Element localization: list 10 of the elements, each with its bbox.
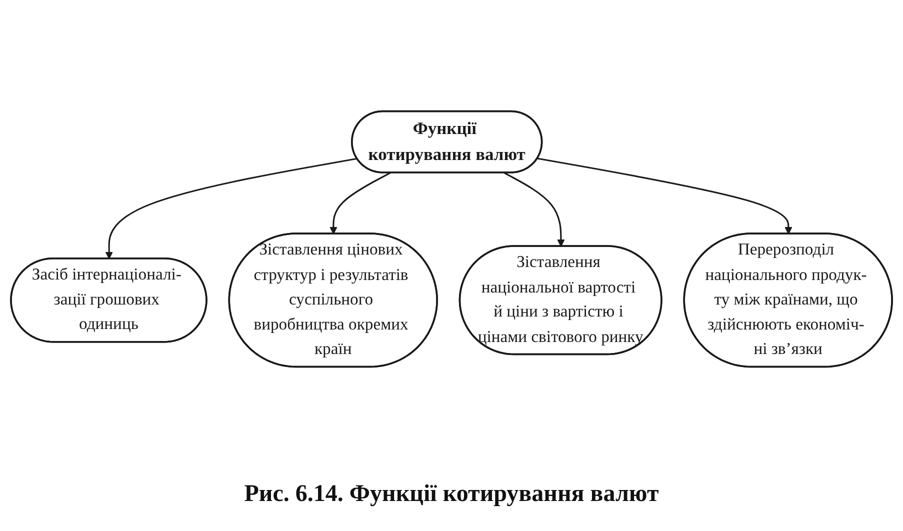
ellipse-node: Зіставлення національної вартості й ціни з вартістю і цінами світового ринку [458,245,662,356]
ellipse-node: Засіб інтернаціоналі- зації грошових одиниць [10,258,208,343]
arrow [504,172,565,247]
caption: Рис. 6.14. Функції котирування валют [244,480,659,509]
central-ellipse-node: Функції котирування валют [351,110,543,174]
arrow [105,158,358,260]
ellipse-node: Перерозподіл національного продук- ту між країнами, що здійснюють економіч- ні зв’язки [683,232,893,368]
ellipse-node: Зіставлення цінових структур і результатів суспільного виробництва окремих країн [228,232,438,368]
arrow [330,172,391,234]
arrow [537,158,792,234]
